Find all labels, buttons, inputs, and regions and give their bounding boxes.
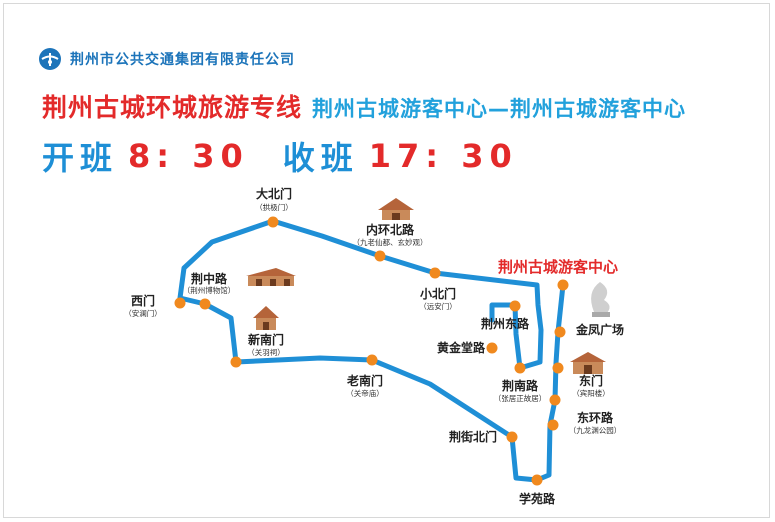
first-bus-label: 开班 (42, 139, 119, 177)
stop-dot-jingzhoudong (509, 300, 521, 312)
stop-dot-huangjintang (486, 342, 498, 354)
stop-name-neihuan: 内环北路 (366, 222, 415, 237)
stop-alias-xinnanmen: （关羽祠） (247, 347, 285, 357)
stop-alias-jingzhonglu: （荆州博物馆） (183, 285, 236, 295)
first-bus-time: 8: 30 (128, 137, 249, 175)
stop-dot-jingjiebei (506, 431, 518, 443)
stop-name-jingzhonglu: 荆中路 (191, 271, 228, 286)
stop-alias-ximen: （安澜门） (124, 308, 162, 318)
guanyu-temple-building-icon (253, 306, 279, 330)
stop-name-jinfeng: 金凤广场 (575, 322, 624, 337)
stop-dot-ximen (174, 297, 186, 309)
stop-alias-dongmen: （宾阳楼） (572, 388, 610, 398)
stop-name-donghuanlu: 东环路 (577, 410, 614, 425)
stop-alias-dabeimen: （拱极门） (255, 202, 293, 212)
stop-name-xinnanmen: 新南门 (248, 332, 284, 347)
inner-north-road-building-icon (378, 198, 414, 220)
hub-label: 荆州古城游客中心 (498, 258, 618, 276)
stop-dot-jingnanlu (514, 362, 526, 374)
last-bus-label: 收班 (282, 139, 359, 177)
stop-name-laonanmen: 老南门 (347, 373, 383, 388)
stop-dot-dongmen (549, 394, 561, 406)
stop-dot-xiaobeimen (429, 267, 441, 279)
stop-dot-dabeimen (267, 216, 279, 228)
stop-name-dabeimen: 大北门 (256, 186, 292, 201)
stop-alias-jingnanlu: （张居正故居） (494, 393, 547, 403)
stop-markers (174, 216, 569, 486)
stop-name-jingzhoudong: 荆州东路 (481, 316, 530, 331)
company-name: 荆州市公共交通集团有限责任公司 (70, 52, 295, 68)
stop-dot-jingzhonglu (199, 298, 211, 310)
company-header: 荆州市公共交通集团有限责任公司 (38, 47, 295, 71)
route-endpoints: 荆州古城游客中心—荆州古城游客中心 (312, 97, 687, 121)
last-bus-time: 17: 30 (368, 137, 518, 175)
stop-alias-xiaobeimen: （远安门） (419, 301, 457, 311)
stop-name-ximen: 西门 (131, 293, 155, 308)
stop-alias-donghuanlu: （九龙渊公园） (569, 425, 622, 435)
stop-dot-neihuan (374, 250, 386, 262)
bus-company-logo-icon (39, 48, 61, 70)
stop-dot-xinnanmen (230, 356, 242, 368)
jinfeng-square-statue-icon (591, 282, 610, 317)
schedule-row: 开班 8: 30 收班 17: 30 (42, 134, 762, 178)
stop-alias-laonanmen: （关帝庙） (346, 388, 384, 398)
jingzhou-museum-building-icon (246, 268, 296, 286)
line-name: 荆州古城环城旅游专线 (42, 93, 303, 122)
stop-name-dongmen: 东门 (579, 373, 603, 388)
stop-dot-jinfeng (554, 326, 566, 338)
poster-frame (3, 3, 770, 518)
title-row: 荆州古城环城旅游专线 荆州古城游客中心—荆州古城游客中心 (42, 88, 762, 124)
stop-name-jingnanlu: 荆南路 (502, 378, 539, 393)
stop-dot-laonanmen (366, 354, 378, 366)
stop-name-jingjiebei: 荆街北门 (449, 429, 497, 444)
stop-dot-xueyuanlu (531, 474, 543, 486)
stop-name-xueyuanlu: 学苑路 (519, 491, 556, 506)
stop-name-xiaobeimen: 小北门 (420, 286, 456, 301)
east-gate-building-icon (570, 352, 606, 374)
stop-name-huangjintang: 黄金堂路 (437, 340, 486, 355)
stop-dot-hub (557, 279, 569, 291)
stop-dot-dongmen-b (552, 362, 564, 374)
stop-dot-donghuanlu (547, 419, 559, 431)
stop-alias-neihuan: （九老仙都、玄妙观） (353, 237, 428, 247)
